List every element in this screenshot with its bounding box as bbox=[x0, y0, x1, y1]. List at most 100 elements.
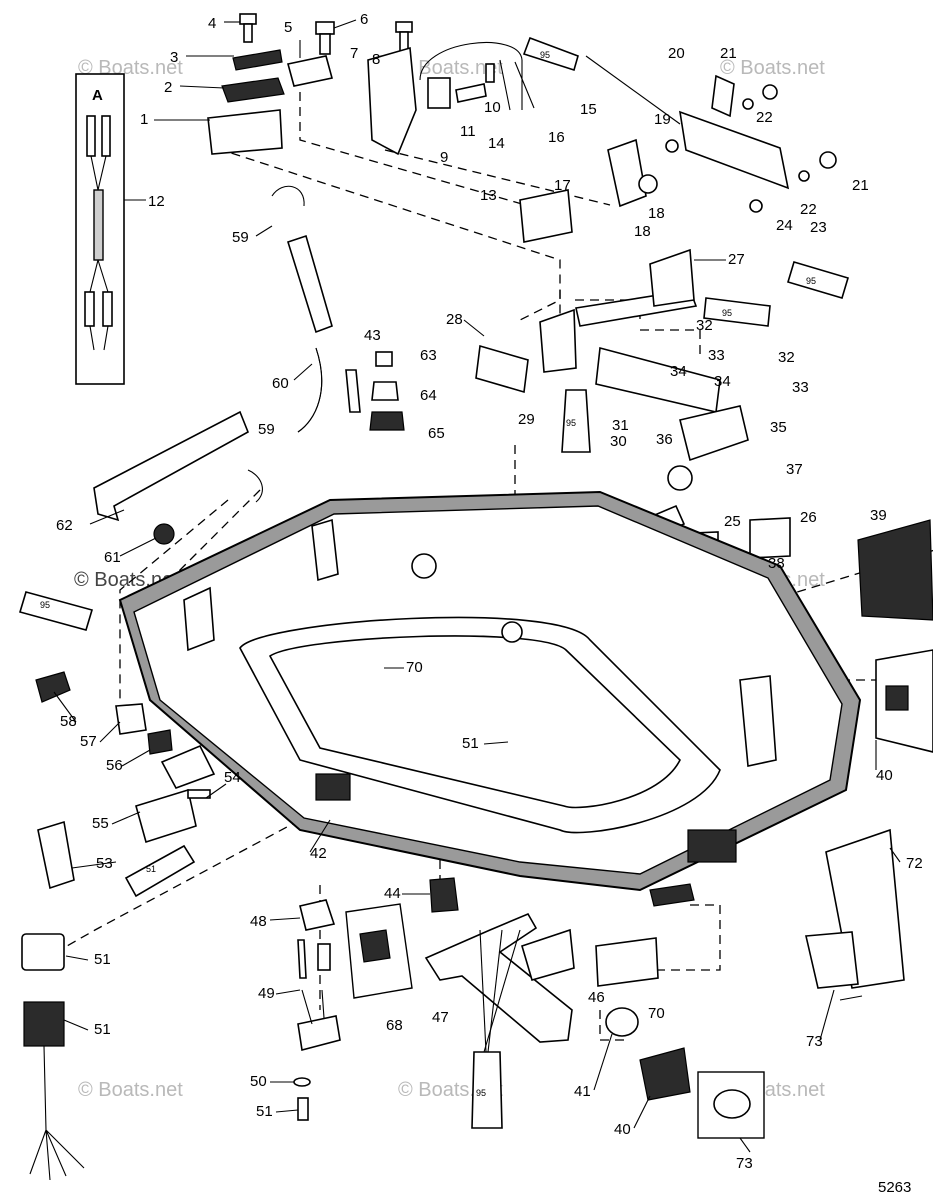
leader-lines bbox=[53, 19, 901, 1153]
linkage-parts bbox=[475, 74, 837, 561]
watermark-bottom-left: © Boats.net bbox=[78, 1079, 183, 1101]
callout-38: 38 bbox=[768, 555, 785, 572]
callout-22a: 22 bbox=[756, 109, 773, 126]
callout-43: 42 bbox=[310, 845, 327, 862]
callout-73: 73 bbox=[736, 1155, 753, 1172]
tube-label-bottom: 95 bbox=[476, 1088, 486, 1098]
callout-62: 60 bbox=[272, 375, 289, 392]
callout-11: 11 bbox=[460, 123, 476, 140]
callout-49: 49 bbox=[258, 985, 275, 1002]
callout-64: 62 bbox=[56, 517, 73, 534]
tube-label-51: 51 bbox=[146, 864, 156, 874]
callout-21b: 21 bbox=[852, 177, 869, 194]
callout-15: 15 bbox=[580, 101, 597, 118]
callout-26: 26 bbox=[800, 509, 817, 526]
tube-label-linkage: 95 bbox=[722, 308, 732, 318]
callout-63: 61 bbox=[104, 549, 121, 566]
callout-42: 41 bbox=[574, 1083, 591, 1100]
callout-58: 56 bbox=[106, 757, 123, 774]
callout-70a: 70 bbox=[406, 659, 423, 676]
callout-17: 17 bbox=[554, 177, 571, 194]
callout-4: 4 bbox=[208, 15, 216, 32]
callout-68: 68 bbox=[386, 1017, 403, 1034]
callout-23: 23 bbox=[810, 219, 827, 236]
callout-32b: 32 bbox=[778, 349, 795, 366]
tubes: 95 95 95 95 95 95 51 95 bbox=[18, 36, 849, 1129]
callout-22b: 22 bbox=[800, 201, 817, 218]
callout-8: 8 bbox=[372, 51, 380, 68]
callout-33a: 33 bbox=[708, 347, 725, 364]
callout-53b: 51 bbox=[94, 1021, 111, 1038]
callout-30: 30 bbox=[610, 433, 627, 450]
callout-72: 73 bbox=[806, 1033, 823, 1050]
callout-53a: 51 bbox=[462, 735, 479, 752]
callout-21a: 21 bbox=[720, 45, 737, 62]
callout-20: 20 bbox=[668, 45, 685, 62]
callout-14: 14 bbox=[488, 135, 505, 152]
callout-60: 58 bbox=[60, 713, 77, 730]
callout-40: 40 bbox=[876, 767, 893, 784]
callout-56: 54 bbox=[224, 769, 241, 786]
callout-44: 43 bbox=[364, 327, 381, 344]
tube-label-top: 95 bbox=[540, 50, 550, 60]
callout-labels: 4 5 6 3 7 8 2 1 10 11 9 12 20 21 22 15 1… bbox=[56, 11, 923, 1172]
bottom-parts bbox=[293, 877, 575, 1121]
callout-39: 39 bbox=[870, 507, 887, 524]
callout-70b: 70 bbox=[648, 1005, 665, 1022]
callout-1: 1 bbox=[140, 111, 148, 128]
callout-51: 51 bbox=[256, 1103, 273, 1120]
callout-34a: 34 bbox=[670, 363, 687, 380]
tube-label-center: 95 bbox=[566, 418, 576, 428]
figure-number: 5263 bbox=[878, 1179, 911, 1196]
callout-9: 9 bbox=[440, 149, 448, 166]
callout-13: 13 bbox=[480, 187, 497, 204]
callout-7: 7 bbox=[350, 45, 358, 62]
tube-label-left: 95 bbox=[40, 600, 50, 610]
left-parts bbox=[21, 185, 405, 1181]
callout-71: 72 bbox=[906, 855, 923, 872]
inset-a-label: A bbox=[92, 87, 103, 104]
callout-67: 65 bbox=[428, 425, 445, 442]
tube-label-right: 95 bbox=[806, 276, 816, 286]
callout-45: 44 bbox=[384, 885, 401, 902]
callout-18b: 18 bbox=[634, 223, 651, 240]
callout-33b: 33 bbox=[792, 379, 809, 396]
callout-57: 55 bbox=[92, 815, 109, 832]
callout-18a: 18 bbox=[648, 205, 665, 222]
right-parts bbox=[595, 519, 933, 1139]
watermark-top-right: © Boats.net bbox=[720, 57, 825, 79]
callout-12: 12 bbox=[148, 193, 165, 210]
callout-37: 37 bbox=[786, 461, 803, 478]
callout-2: 2 bbox=[164, 79, 172, 96]
callout-32a: 32 bbox=[696, 317, 713, 334]
callout-61b: 59 bbox=[258, 421, 275, 438]
callout-66: 64 bbox=[420, 387, 437, 404]
callout-35: 35 bbox=[770, 419, 787, 436]
callout-10: 10 bbox=[484, 99, 501, 116]
callout-19: 19 bbox=[654, 111, 671, 128]
callout-3: 3 bbox=[170, 49, 178, 66]
callout-16: 16 bbox=[548, 129, 565, 146]
callout-27: 27 bbox=[728, 251, 745, 268]
callout-61a: 59 bbox=[232, 229, 249, 246]
callout-36: 36 bbox=[656, 431, 673, 448]
watermark-top-center: © Boats.net bbox=[398, 57, 503, 79]
callout-65: 63 bbox=[420, 347, 437, 364]
callout-5: 5 bbox=[284, 19, 292, 36]
inset-a: A bbox=[75, 73, 125, 385]
callout-34b: 34 bbox=[714, 373, 731, 390]
callout-6: 6 bbox=[360, 11, 368, 28]
callout-46: 46 bbox=[588, 989, 605, 1006]
top-parts bbox=[207, 13, 535, 156]
callout-54: 51 bbox=[94, 951, 111, 968]
callout-47: 47 bbox=[432, 1009, 449, 1026]
callout-24: 24 bbox=[776, 217, 793, 234]
lower-cowl bbox=[118, 490, 862, 907]
callout-50: 50 bbox=[250, 1073, 267, 1090]
callout-41: 40 bbox=[614, 1121, 631, 1138]
callout-29: 29 bbox=[518, 411, 535, 428]
callout-25: 25 bbox=[724, 513, 741, 530]
callout-31: 31 bbox=[612, 417, 629, 434]
callout-48: 48 bbox=[250, 913, 267, 930]
